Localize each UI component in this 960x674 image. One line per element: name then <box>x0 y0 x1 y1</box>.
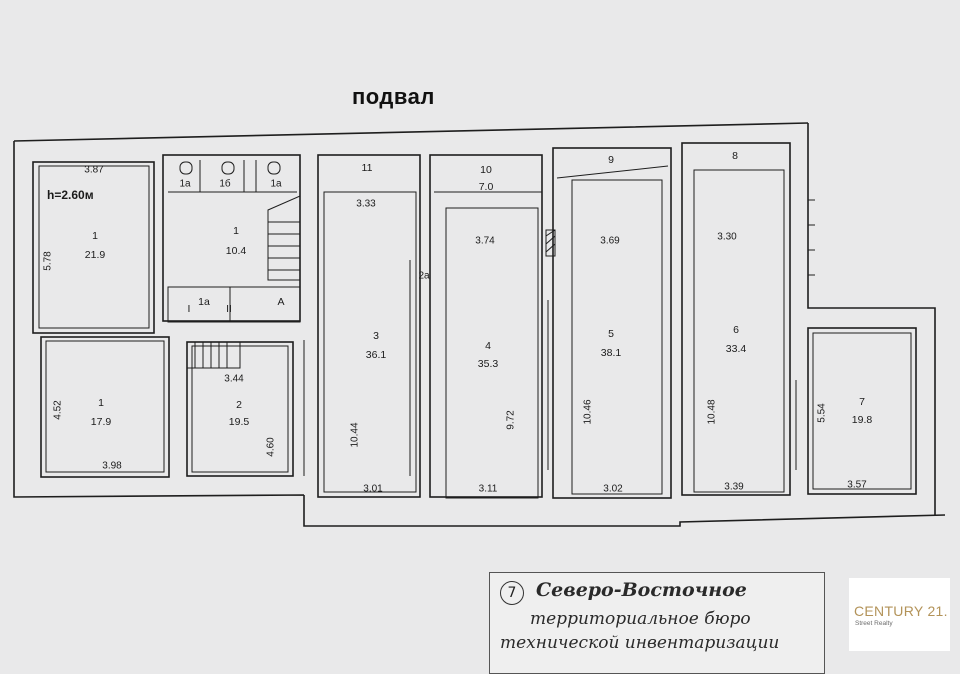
room-number: 2 <box>236 399 242 411</box>
room-area: 21.9 <box>84 249 106 261</box>
century21-logo: CENTURY 21. Street Realty <box>849 578 950 651</box>
room-wall-left-1-bottom <box>40 336 170 478</box>
room-area: 33.4 <box>725 343 747 355</box>
room-area: 7.0 <box>478 181 494 193</box>
room-number: 10 <box>480 164 492 176</box>
room-number: 7 <box>859 396 865 408</box>
dimension-label: 5.54 <box>816 403 828 423</box>
section-label-ii: II <box>226 303 232 315</box>
stamp-line-3: технической инвентаризации <box>500 633 780 653</box>
dimension-label: 10.48 <box>706 399 718 425</box>
dimension-label: 9.72 <box>505 410 517 430</box>
section-label-i: I <box>187 303 191 315</box>
vestibule-label: 1а <box>198 296 210 308</box>
dimension-label: 3.44 <box>224 373 244 385</box>
dimension-label: 4.60 <box>265 437 277 457</box>
wc-label: 1а <box>270 178 282 190</box>
room-wall-4 <box>429 154 543 498</box>
stamp-line-2: территориальное бюро <box>530 609 751 629</box>
wc-label: 1а <box>179 178 191 190</box>
room-area: 19.8 <box>851 414 873 426</box>
logo-subtitle: Street Realty <box>855 620 893 627</box>
room-label-8: 8 <box>732 150 738 162</box>
room-wall-2 <box>186 341 294 477</box>
room-number: 5 <box>608 328 614 340</box>
wc-label: 1б <box>219 178 231 190</box>
room-area: 17.9 <box>90 416 112 428</box>
dimension-label: 3.02 <box>603 483 623 495</box>
room-wall-7 <box>807 327 917 495</box>
room-label-2a: 2а <box>418 270 430 282</box>
dimension-label: 3.57 <box>847 479 867 491</box>
outer-wall-right <box>807 123 936 515</box>
room-wall-5 <box>552 147 672 499</box>
floor-title: подвал <box>352 84 435 109</box>
dimension-label: 4.52 <box>52 400 64 420</box>
dimension-label: 3.69 <box>600 235 620 247</box>
dimension-label: 3.30 <box>717 231 737 243</box>
room-area: 38.1 <box>600 347 622 359</box>
dimension-label: 3.01 <box>363 483 383 495</box>
dimension-label: 3.39 <box>724 481 744 493</box>
room-area: 35.3 <box>477 358 499 370</box>
stairs-room-2 <box>186 341 241 369</box>
bti-stamp: 7 Северо-Восточное территориальное бюро … <box>489 572 825 674</box>
stairs-toilet <box>267 195 301 281</box>
room-number: 4 <box>485 340 491 352</box>
section-label-a: А <box>277 296 285 308</box>
dimension-label: 3.74 <box>475 235 495 247</box>
ceiling-height-label: h=2.60м <box>47 188 94 202</box>
dimension-label: 10.44 <box>349 422 361 448</box>
dimension-label: 3.33 <box>356 198 376 210</box>
dimension-label: 3.11 <box>478 483 498 495</box>
room-number: 1 <box>233 225 239 237</box>
room-number: 1 <box>98 397 104 409</box>
dimension-label: 3.87 <box>84 164 104 176</box>
room-number: 6 <box>733 324 739 336</box>
room-area: 10.4 <box>225 245 247 257</box>
outer-wall <box>13 122 946 527</box>
dimension-label: 10.46 <box>582 399 594 425</box>
room-wall-6 <box>681 142 791 496</box>
room-area: 36.1 <box>365 349 387 361</box>
dimension-label: 5.78 <box>42 251 54 271</box>
room-number: 3 <box>373 330 379 342</box>
room-label-9: 9 <box>608 154 614 166</box>
corridor-walls <box>303 260 797 476</box>
logo-name: CENTURY 21. <box>854 603 948 619</box>
room-label-11: 11 <box>361 162 373 174</box>
room-number: 1 <box>92 230 98 242</box>
stamp-line-1: Северо-Восточное <box>536 579 747 601</box>
stamp-circle-number: 7 <box>500 581 524 605</box>
dimension-label: 3.98 <box>102 460 122 472</box>
room-wall-3 <box>317 154 421 498</box>
room-area: 19.5 <box>228 416 250 428</box>
room-wall-left-1-top <box>32 161 155 334</box>
